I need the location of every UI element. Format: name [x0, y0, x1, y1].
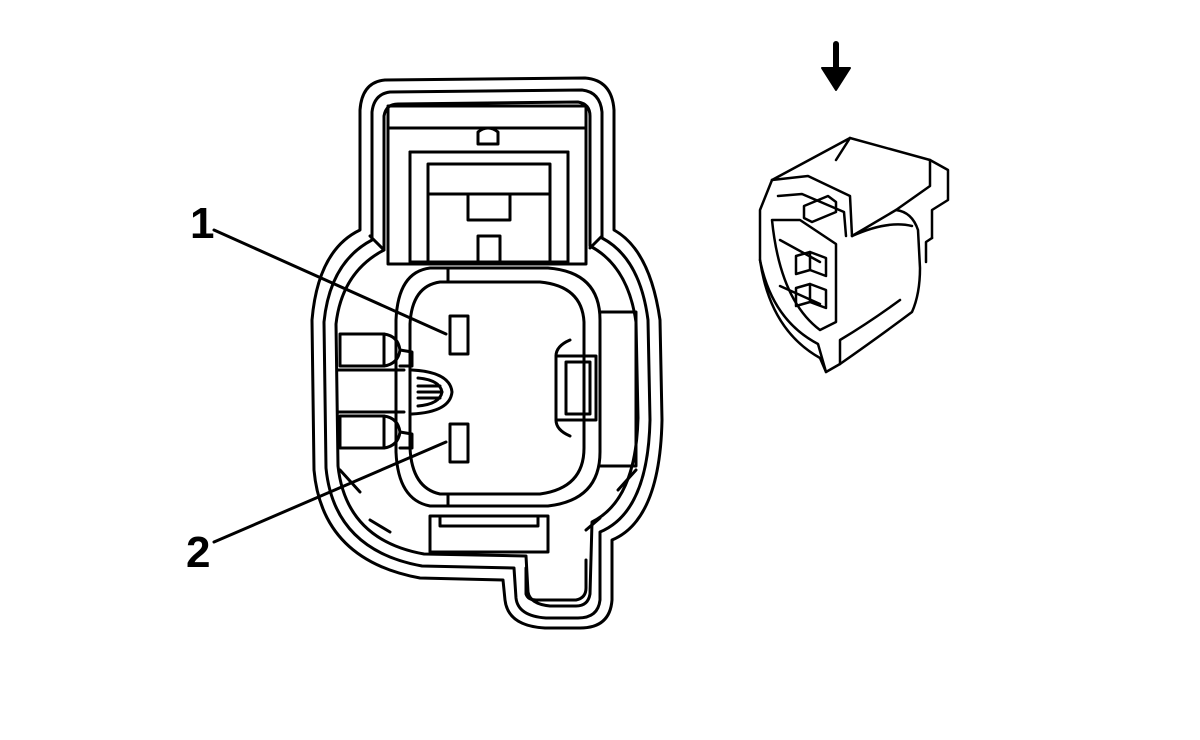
latch-slot-outer: [408, 150, 570, 264]
pin-cavity-outer: [394, 266, 602, 508]
top-latch-tab: [476, 126, 500, 146]
right-latch-curve: [554, 338, 572, 438]
bottom-tab-detail: [524, 558, 588, 602]
connector-isometric-view: [758, 136, 950, 374]
pin-cavity-inner: [408, 280, 586, 496]
right-latch: [554, 310, 638, 468]
left-clip-top: [338, 332, 414, 368]
pin-terminal-1: [448, 314, 470, 356]
left-clip-bottom: [338, 414, 414, 450]
bottom-latch: [428, 514, 550, 554]
connector-face-view: [310, 76, 664, 630]
latch-slot-step: [426, 192, 552, 264]
callout-label-2: 2: [186, 528, 210, 577]
center-key: [410, 368, 454, 416]
housing-outline-outer: [310, 76, 664, 630]
latch-key: [476, 234, 502, 266]
housing-outline-inner: [322, 88, 652, 620]
housing-outline-third: [334, 100, 640, 608]
left-clip-rail: [336, 368, 406, 414]
latch-slot-inner: [426, 162, 552, 196]
callout-leader-2: [212, 440, 448, 544]
callout-leader-1: [212, 228, 448, 336]
callout-label-1: 1: [190, 199, 214, 248]
corner-ribs: [338, 234, 638, 534]
top-latch-frame: [386, 104, 588, 266]
pin-terminal-2: [448, 422, 470, 464]
arrow-down-icon: [821, 41, 851, 91]
right-latch-body: [564, 360, 592, 416]
